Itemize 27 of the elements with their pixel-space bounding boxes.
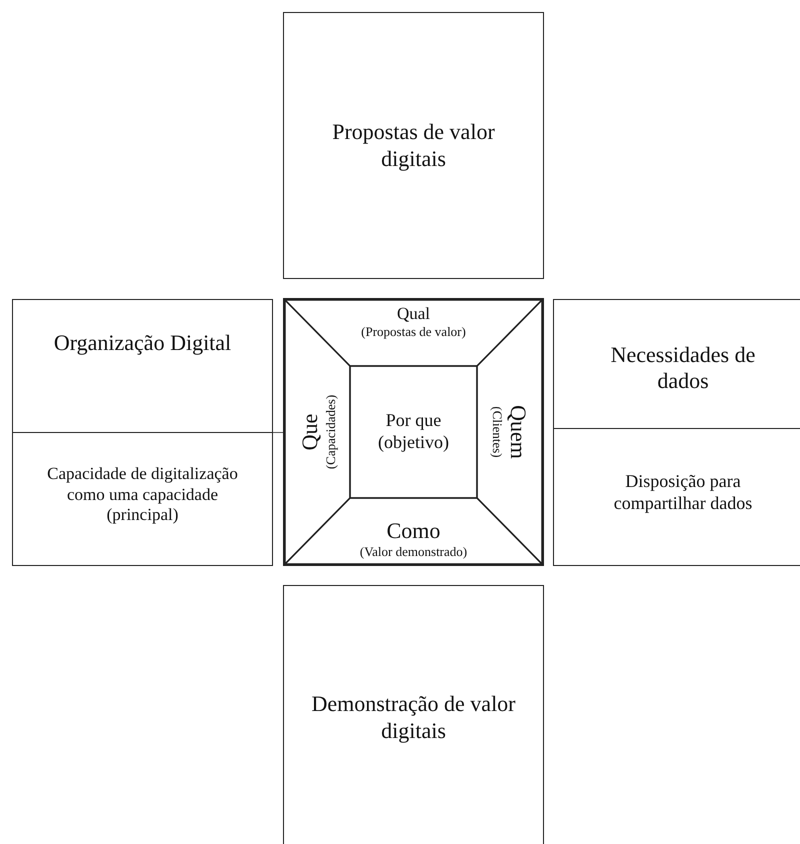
text-box <box>283 12 544 279</box>
panel-label: Organização Digital <box>54 330 232 356</box>
trapezoid-panel <box>285 300 350 564</box>
panel-label: Quem <box>504 405 530 459</box>
panel-label: Disposição para compartilhar dados <box>612 471 754 515</box>
panel-sublabel: (Capacidades) <box>322 394 338 470</box>
panel-label: Qual <box>396 304 430 324</box>
panel-label: Por que <box>386 410 442 432</box>
text-box <box>553 299 800 429</box>
panel-label: Demonstração de valor digitais <box>310 691 517 744</box>
text-box <box>12 299 273 433</box>
text-box <box>553 428 800 566</box>
text-box <box>283 585 544 844</box>
square-panel <box>350 366 477 498</box>
panel-label: Capacidade de digitalização como uma capacidade (principal) <box>46 464 239 526</box>
panel-sublabel: (Clientes) <box>488 406 504 458</box>
panel-sublabel: (objetivo) <box>378 432 449 454</box>
panel-sublabel: (Propostas de valor) <box>361 324 466 340</box>
panel-label: Necessidades de dados <box>610 342 756 394</box>
text-box <box>12 432 273 566</box>
panel-label: Propostas de valor digitais <box>331 119 496 172</box>
panel-sublabel: (Valor demonstrado) <box>360 544 468 560</box>
trapezoid-panel <box>285 498 542 564</box>
square-frame <box>283 298 544 566</box>
trapezoid-panel <box>477 300 542 564</box>
panel-label: Que <box>296 414 322 450</box>
panel-label: Como <box>386 518 440 544</box>
